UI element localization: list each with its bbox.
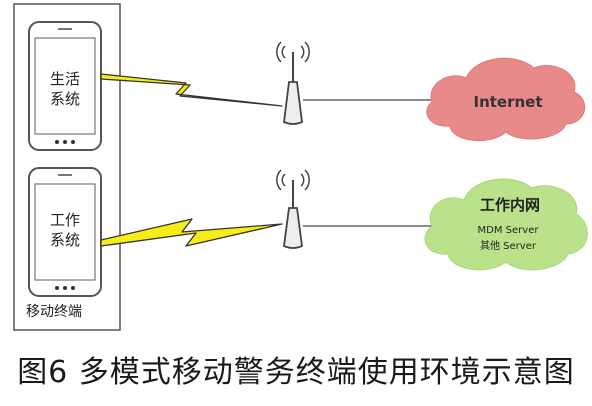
phone-bottom-line2: 系统 bbox=[50, 231, 80, 249]
phone-bottom-line1: 工作 bbox=[50, 211, 80, 229]
internet-label: Internet bbox=[473, 93, 542, 111]
figure-caption: 图6 多模式移动警务终端使用环境示意图 bbox=[17, 355, 575, 390]
device-group-label: 移动终端 bbox=[26, 304, 82, 320]
device-group-frame bbox=[13, 3, 121, 331]
intranet-server-1: MDM Server bbox=[478, 225, 540, 236]
lightning-bolt-top bbox=[100, 73, 283, 107]
intranet-cloud: 工作内网 MDM Server 其他 Server bbox=[424, 178, 588, 271]
intranet-title: 工作内网 bbox=[480, 196, 540, 214]
antenna-bottom-icon bbox=[276, 169, 310, 249]
intranet-server-2: 其他 Server bbox=[480, 239, 537, 252]
antenna-top-icon bbox=[276, 41, 310, 125]
phone-top-line1: 生活 bbox=[50, 70, 80, 88]
phone-top-line2: 系统 bbox=[50, 90, 80, 108]
phone-top: 生活 系统 bbox=[28, 21, 102, 151]
internet-cloud: Internet bbox=[426, 57, 586, 142]
lightning-bolt-bottom bbox=[100, 218, 283, 247]
phone-bottom: 工作 系统 bbox=[28, 167, 102, 297]
